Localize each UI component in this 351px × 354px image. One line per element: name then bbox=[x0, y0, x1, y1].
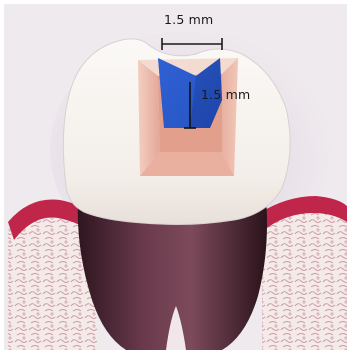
depth-measurement-label: 1.5 mm bbox=[201, 87, 250, 102]
width-measurement-label: 1.5 mm bbox=[164, 12, 213, 27]
bone-right bbox=[262, 206, 347, 350]
